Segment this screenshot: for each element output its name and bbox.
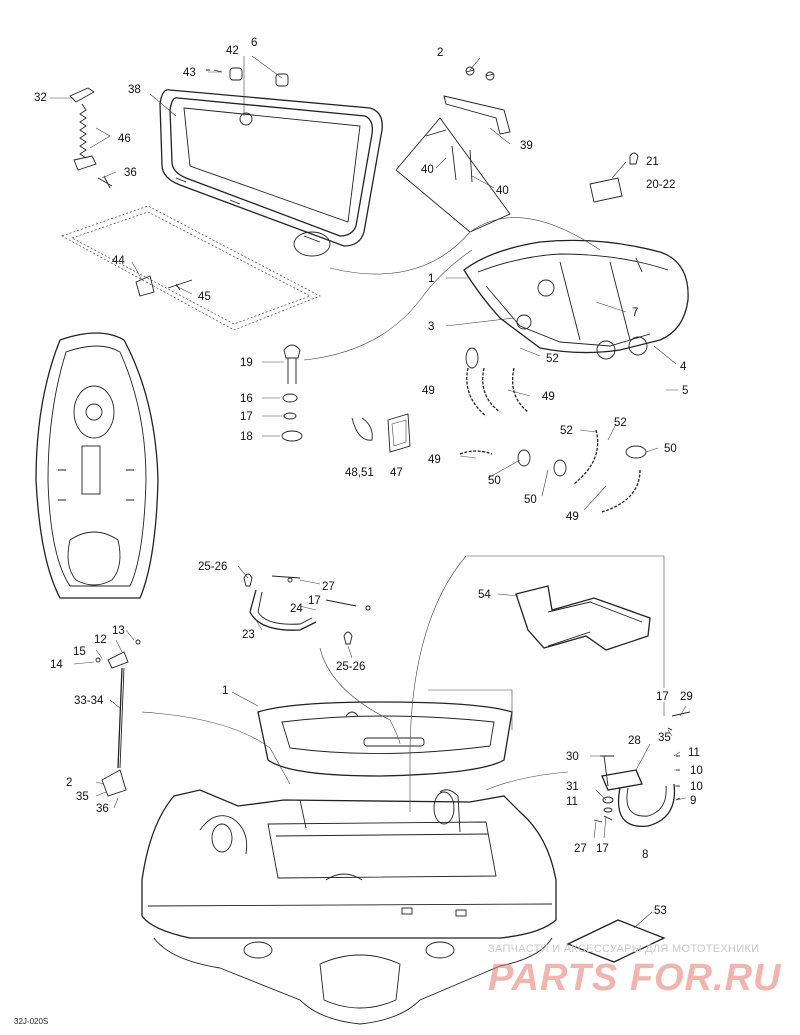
watermark: ЗАПЧАСТИ И АКСЕССУАРЫ ДЛЯ МОТОТЕХНИКИ PA… <box>488 943 782 999</box>
callout-49-d: 49 <box>566 511 579 523</box>
lid-knobs <box>206 67 289 87</box>
callout-17-bottom: 17 <box>596 843 609 855</box>
watermark-brand: PARTS FOR.RU <box>488 957 782 999</box>
callout-12: 12 <box>94 634 107 646</box>
watermark-caption: ЗАПЧАСТИ И АКСЕССУАРЫ ДЛЯ МОТОТЕХНИКИ <box>488 943 759 955</box>
callout-54: 54 <box>478 589 491 601</box>
callout-50-right: 50 <box>664 443 677 455</box>
hinge-bracket <box>395 66 511 233</box>
front-storage-tub <box>463 239 689 360</box>
callout-50-low: 50 <box>524 494 537 506</box>
storage-deflector <box>515 585 651 651</box>
callout-11-bottom: 11 <box>566 796 578 808</box>
callout-42: 42 <box>226 45 239 57</box>
callout-46: 46 <box>118 133 131 145</box>
callout-6: 6 <box>251 37 257 49</box>
grab-handle <box>243 573 371 645</box>
callout-31: 31 <box>566 781 579 793</box>
callout-25-26-bottom: 25-26 <box>336 661 365 673</box>
callout-33-34: 33-34 <box>74 695 104 707</box>
callout-17-right: 17 <box>656 691 669 703</box>
storage-cover-lid <box>159 89 383 257</box>
callout-32: 32 <box>34 92 47 104</box>
callout-35-rear: 35 <box>76 791 89 803</box>
callout-47: 47 <box>390 467 403 479</box>
callout-48-51: 48,51 <box>345 467 374 479</box>
storage-mat <box>566 919 666 963</box>
callout-10-bottom: 10 <box>690 781 703 793</box>
rear-hull-body <box>141 789 557 1025</box>
callout-5: 5 <box>682 385 688 397</box>
callout-15: 15 <box>73 646 86 658</box>
callout-25-26-top: 25-26 <box>198 561 227 573</box>
callout-52-mid: 52 <box>560 425 573 437</box>
callout-30: 30 <box>566 751 579 763</box>
leader-small <box>428 689 513 730</box>
callout-1-front: 1 <box>428 273 434 285</box>
leader-strut-arrow <box>141 711 291 785</box>
latch-spring-assembly <box>69 87 113 189</box>
fastener-stack <box>281 344 303 442</box>
leader-curve-19 <box>303 249 473 361</box>
callout-24: 24 <box>290 603 303 615</box>
callout-49-a: 49 <box>422 385 435 397</box>
callout-21: 21 <box>646 156 659 168</box>
callout-40-bottom: 40 <box>496 185 509 197</box>
drawing-code: 32J-020S <box>14 1017 48 1026</box>
callout-35-right: 35 <box>658 732 671 744</box>
gas-strut <box>95 639 141 797</box>
storage-liner-gasket <box>61 205 321 331</box>
callout-2: 2 <box>437 47 443 59</box>
leader-handle-to-lid <box>319 647 401 745</box>
callout-38: 38 <box>128 84 141 96</box>
callout-43: 43 <box>183 67 196 79</box>
leader-bracket-arrow <box>485 771 569 791</box>
callout-leaders <box>50 55 687 929</box>
callout-23: 23 <box>242 629 255 641</box>
callout-52-right: 52 <box>614 417 627 429</box>
callout-44: 44 <box>112 255 125 267</box>
drain-hoses <box>459 347 647 513</box>
callout-36-rear: 36 <box>96 803 109 815</box>
callout-8: 8 <box>642 849 648 861</box>
callout-13: 13 <box>112 625 125 637</box>
callout-17-handle: 17 <box>308 595 321 607</box>
callout-11-top: 11 <box>688 747 700 759</box>
leader-lid-to-hull <box>409 555 665 812</box>
callout-49-b: 49 <box>542 391 555 403</box>
callout-18: 18 <box>240 431 253 443</box>
callout-10-top: 10 <box>690 765 703 777</box>
callout-50-mid: 50 <box>488 475 501 487</box>
callout-2-rear: 2 <box>66 777 72 789</box>
hull-top-view <box>35 332 159 599</box>
callout-3: 3 <box>428 321 434 333</box>
callout-52-top: 52 <box>546 353 559 365</box>
callout-49-c: 49 <box>428 454 441 466</box>
callout-1-rear: 1 <box>222 685 228 697</box>
callout-39: 39 <box>520 140 533 152</box>
callout-labels: 42 6 43 2 32 38 46 36 39 40 40 21 20-22 … <box>34 37 703 917</box>
callout-17-front: 17 <box>240 411 253 423</box>
callout-27-top: 27 <box>322 581 335 593</box>
callout-14: 14 <box>50 659 63 671</box>
callout-53: 53 <box>654 905 667 917</box>
callout-4: 4 <box>680 361 687 373</box>
clamp-and-pad <box>351 413 411 453</box>
leader-curve-lid <box>329 217 601 275</box>
rear-storage-lid <box>257 701 513 777</box>
spring-cylinder-20-22 <box>589 152 639 203</box>
callout-28: 28 <box>628 735 641 747</box>
callout-7: 7 <box>632 307 638 319</box>
callout-20-22: 20-22 <box>646 179 675 191</box>
callout-36: 36 <box>124 167 137 179</box>
u-bolt-bracket <box>593 711 691 827</box>
callout-29: 29 <box>680 691 693 703</box>
callout-16: 16 <box>240 393 253 405</box>
callout-40-top: 40 <box>421 164 434 176</box>
callout-45: 45 <box>198 291 211 303</box>
callout-19: 19 <box>240 357 253 369</box>
callout-27-right: 27 <box>574 843 587 855</box>
callout-9: 9 <box>690 795 696 807</box>
